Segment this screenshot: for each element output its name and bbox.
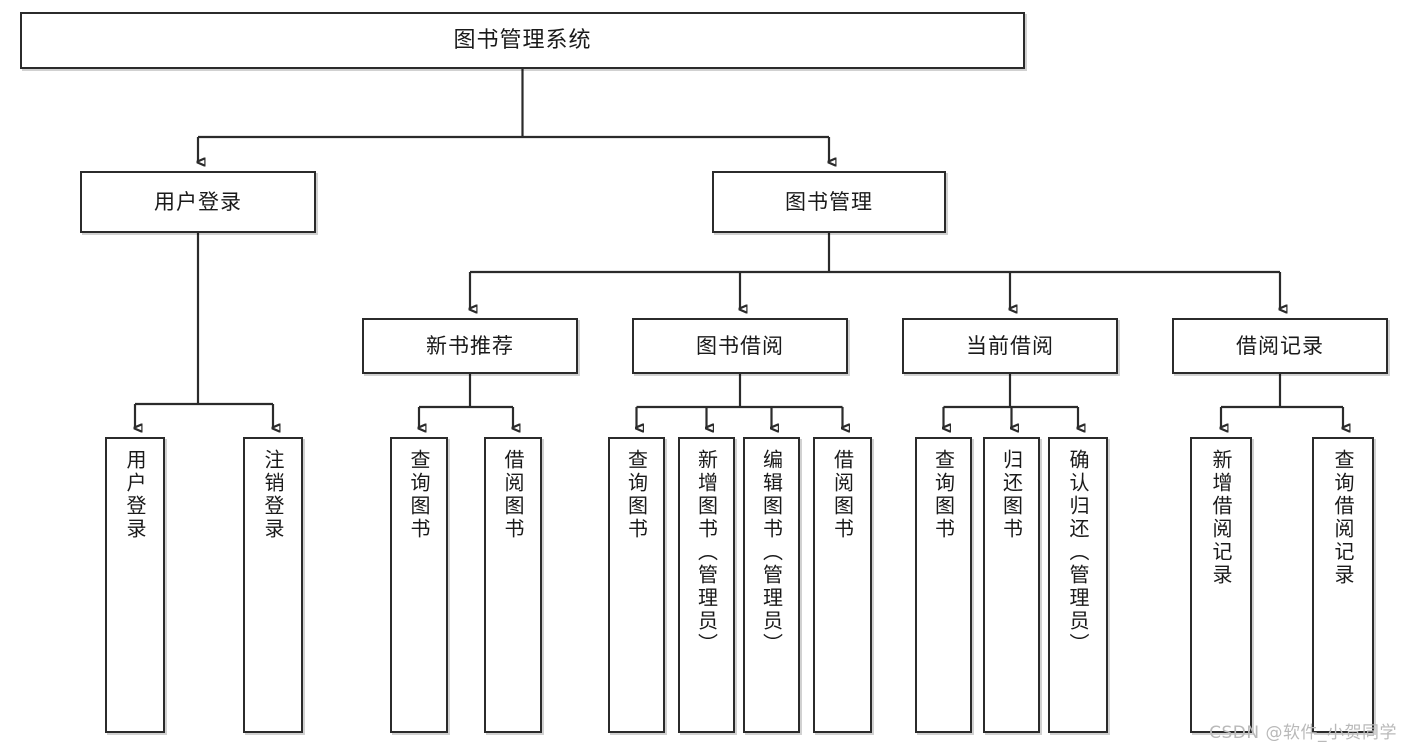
node-l_addbook[interactable]: 新增图书（管理员） — [678, 437, 735, 733]
node-l_query1[interactable]: 查询图书 — [390, 437, 448, 733]
node-label: 归还图书 — [999, 449, 1024, 541]
csdn-watermark: CSDN @软件_小贺同学 — [1209, 723, 1397, 743]
node-n_borrow[interactable]: 图书借阅 — [632, 318, 848, 374]
node-l_query3[interactable]: 查询图书 — [915, 437, 972, 733]
node-label: 借阅图书 — [501, 449, 525, 541]
node-label: 查询图书 — [407, 449, 431, 541]
node-label: 图书借阅 — [696, 333, 784, 358]
node-n_bookmgr[interactable]: 图书管理 — [712, 171, 946, 233]
node-l_editbook[interactable]: 编辑图书（管理员） — [743, 437, 800, 733]
node-label: 查询图书 — [624, 449, 649, 541]
node-label: 新增图书（管理员） — [694, 449, 719, 656]
node-l_userlogin[interactable]: 用户登录 — [105, 437, 165, 733]
node-label: 查询图书 — [931, 449, 956, 541]
node-l_logout[interactable]: 注销登录 — [243, 437, 303, 733]
node-label: 用户登录 — [123, 449, 147, 541]
node-label: 确认归还（管理员） — [1066, 449, 1090, 656]
node-l_confirm[interactable]: 确认归还（管理员） — [1048, 437, 1108, 733]
node-n_current[interactable]: 当前借阅 — [902, 318, 1118, 374]
node-l_queryrec[interactable]: 查询借阅记录 — [1312, 437, 1374, 733]
node-label: 借阅图书 — [830, 449, 855, 541]
node-label: 图书管理系统 — [453, 27, 592, 53]
node-label: 图书管理 — [785, 189, 873, 214]
node-n_login[interactable]: 用户登录 — [80, 171, 316, 233]
node-l_borrow2[interactable]: 借阅图书 — [813, 437, 872, 733]
node-label: 查询借阅记录 — [1331, 449, 1355, 587]
node-label: 编辑图书（管理员） — [759, 449, 784, 656]
node-l_borrow1[interactable]: 借阅图书 — [484, 437, 542, 733]
node-l_return[interactable]: 归还图书 — [983, 437, 1040, 733]
node-n_newrec[interactable]: 新书推荐 — [362, 318, 578, 374]
node-label: 借阅记录 — [1236, 333, 1324, 358]
node-label: 新增借阅记录 — [1209, 449, 1233, 587]
node-label: 注销登录 — [261, 449, 285, 541]
node-label: 新书推荐 — [426, 333, 514, 358]
node-l_addrec[interactable]: 新增借阅记录 — [1190, 437, 1252, 733]
node-l_query2[interactable]: 查询图书 — [608, 437, 665, 733]
node-root[interactable]: 图书管理系统 — [20, 12, 1025, 69]
node-label: 当前借阅 — [966, 333, 1054, 358]
node-label: 用户登录 — [154, 189, 242, 214]
node-n_record[interactable]: 借阅记录 — [1172, 318, 1388, 374]
